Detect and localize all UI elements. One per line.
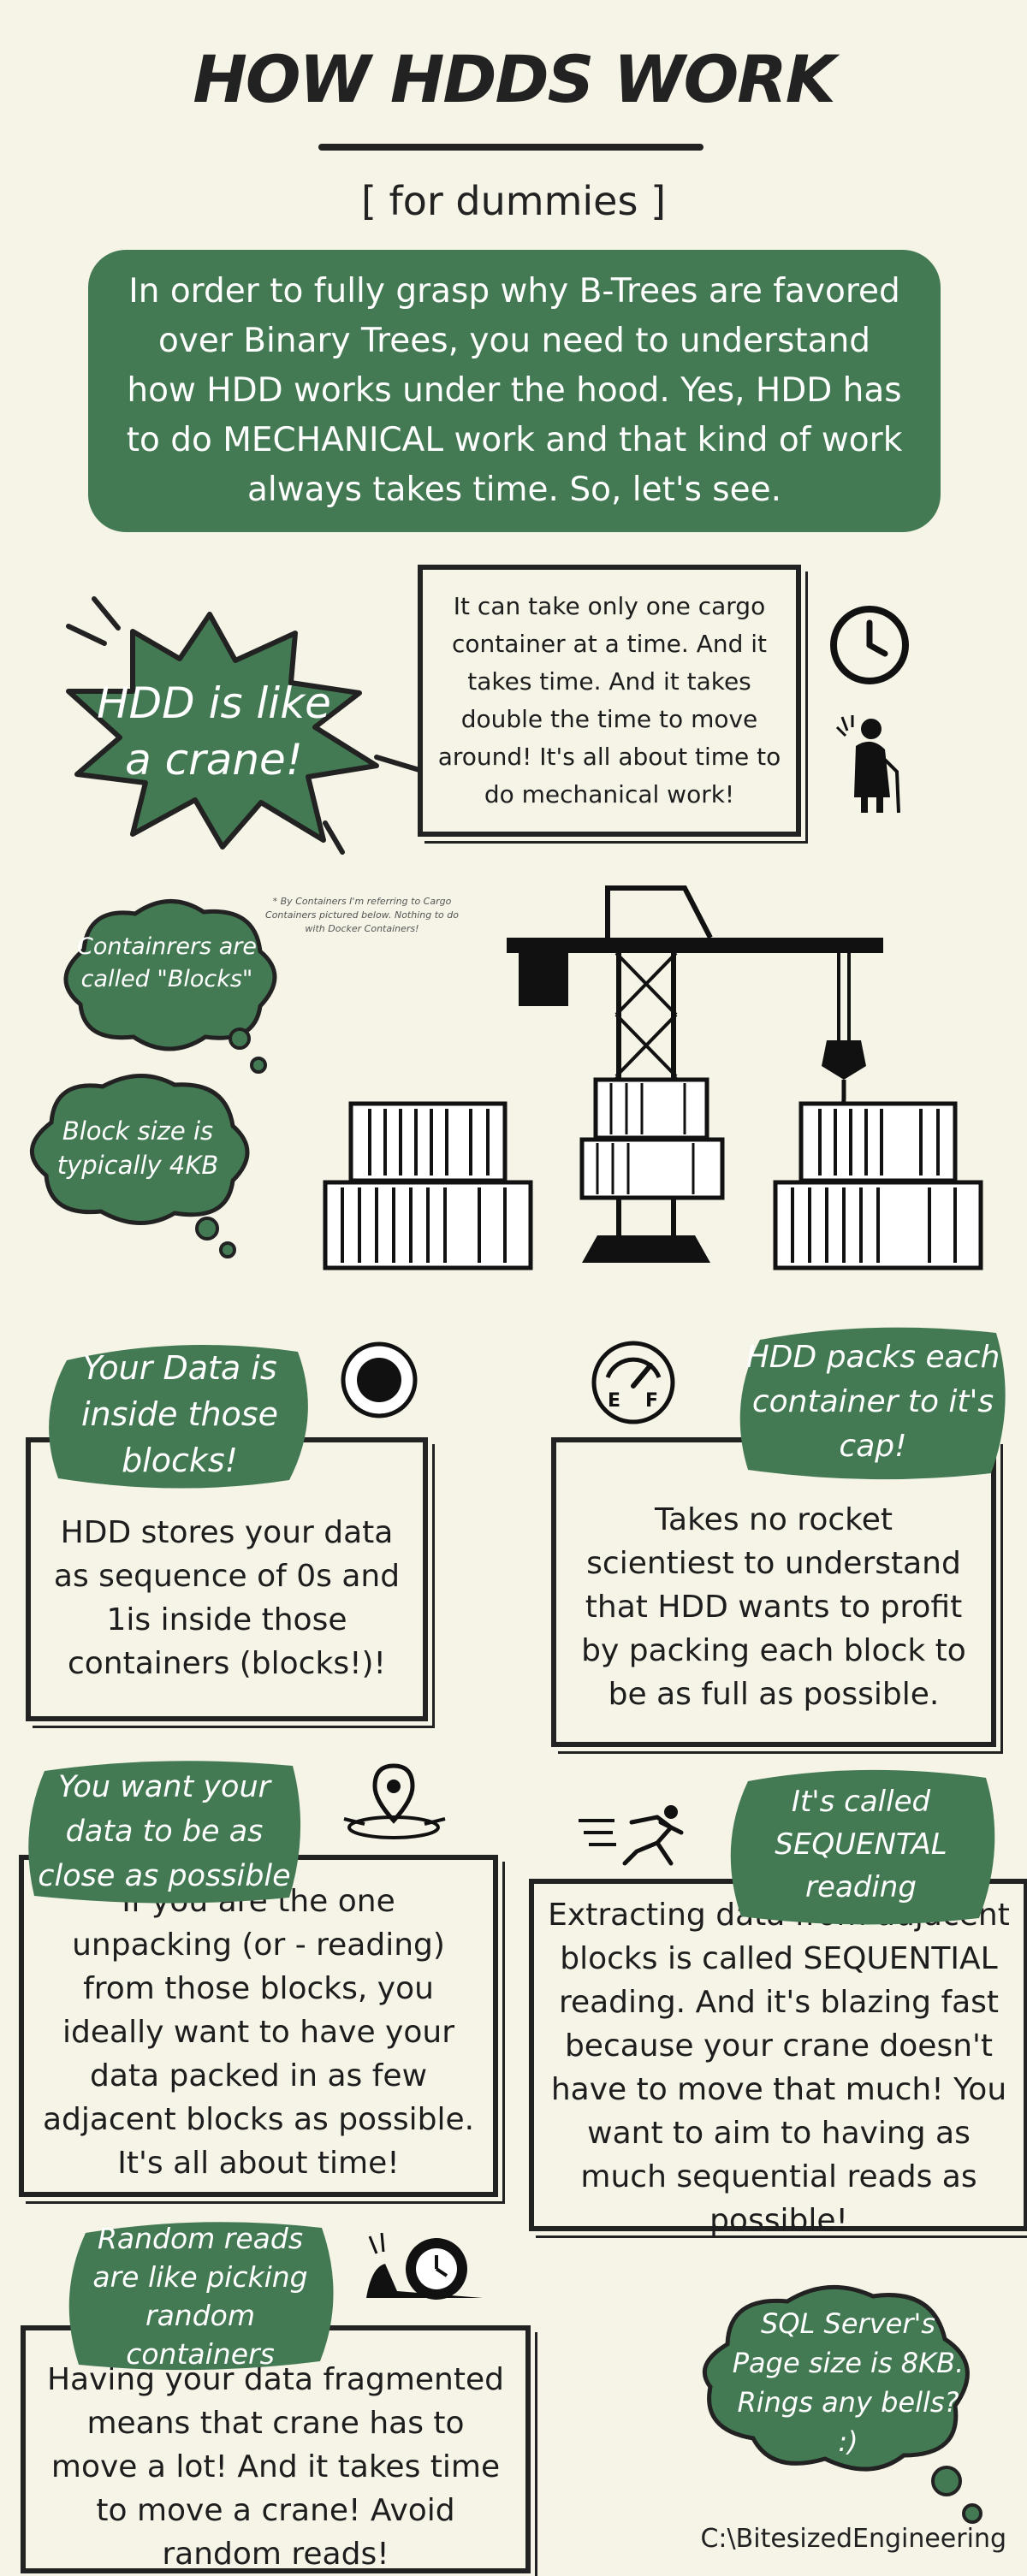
card-random-reads-text: Having your data fragmented means that c…: [46, 2361, 504, 2572]
card-packs-to-cap-text: Takes no rocket scientiest to understand…: [581, 1501, 966, 1712]
cloud-containers-shape: [63, 899, 277, 1074]
bubble-shape-4: [730, 1769, 995, 1925]
svg-text:E: E: [608, 1390, 620, 1412]
time-card: It can take only one cargo container at …: [418, 565, 801, 837]
card-packs-to-cap: Takes no rocket scientiest to understand…: [551, 1437, 996, 1747]
shipping-container-icon: [323, 1101, 533, 1270]
cloud-block-size-shape: [30, 1074, 250, 1258]
elderly-person-icon: [835, 715, 900, 814]
svg-text:F: F: [645, 1390, 658, 1412]
intro-text: In order to fully grasp why B-Trees are …: [126, 272, 903, 509]
burst-label: HDD is like a crane!: [97, 678, 331, 785]
burst-shape: [66, 596, 422, 855]
bubble-shape-2: [739, 1327, 1006, 1480]
record-icon: [341, 1341, 418, 1418]
page-title: HOW HDDS WORK: [193, 41, 835, 117]
bubble-sequential: It's called SEQUENTAL reading: [775, 1785, 947, 1904]
running-person-icon: [579, 1805, 684, 1866]
card-sequential-text: Extracting data from adjacent blocks is …: [548, 1898, 1010, 2238]
location-pin-icon: [343, 1763, 446, 1839]
fuel-gauge-icon: E F: [591, 1341, 675, 1424]
time-card-text: It can take only one cargo container at …: [437, 592, 781, 808]
intro-panel: In order to fully grasp why B-Trees are …: [88, 250, 941, 532]
cloud-sql-text: SQL Server's Page size is 8KB. Rings any…: [732, 2307, 965, 2458]
cloud-sql-shape: [702, 2284, 982, 2524]
crane-icon: [323, 885, 983, 1270]
bubble-shape-5: [68, 2222, 334, 2371]
bubble-data-in-blocks: Your Data is inside those blocks!: [81, 1349, 278, 1479]
title-underline: [318, 144, 703, 151]
bubble-packs-to-cap: HDD packs each container to it's cap!: [745, 1340, 1000, 1464]
card-sequential: Extracting data from adjacent blocks is …: [529, 1879, 1027, 2238]
snail-icon: [366, 2232, 483, 2300]
footnote: * By Containers I'm referring to Cargo C…: [265, 896, 459, 934]
card-data-in-blocks-text: HDD stores your data as sequence of 0s a…: [53, 1515, 401, 1681]
footer-credit: C:\BitesizedEngineering: [700, 2524, 1006, 2554]
bubble-shape-1: [49, 1345, 308, 1489]
clock-icon: [830, 606, 909, 684]
bubble-random-reads: Random reads are like picking random con…: [92, 2222, 308, 2371]
bubble-shape-3: [28, 1761, 301, 1904]
bubble-data-close: You want your data to be as close as pos…: [38, 1770, 291, 1893]
cloud-block-size-text: Block size is typically 4KB: [56, 1116, 219, 1180]
page-subtitle: [ for dummies ]: [360, 178, 667, 224]
cloud-containers-text: Containrers are called "Blocks": [77, 933, 257, 992]
card-random-reads: Having your data fragmented means that c…: [21, 2325, 531, 2573]
card-data-close-text: If you are the one unpacking (or - readi…: [42, 1883, 475, 2181]
